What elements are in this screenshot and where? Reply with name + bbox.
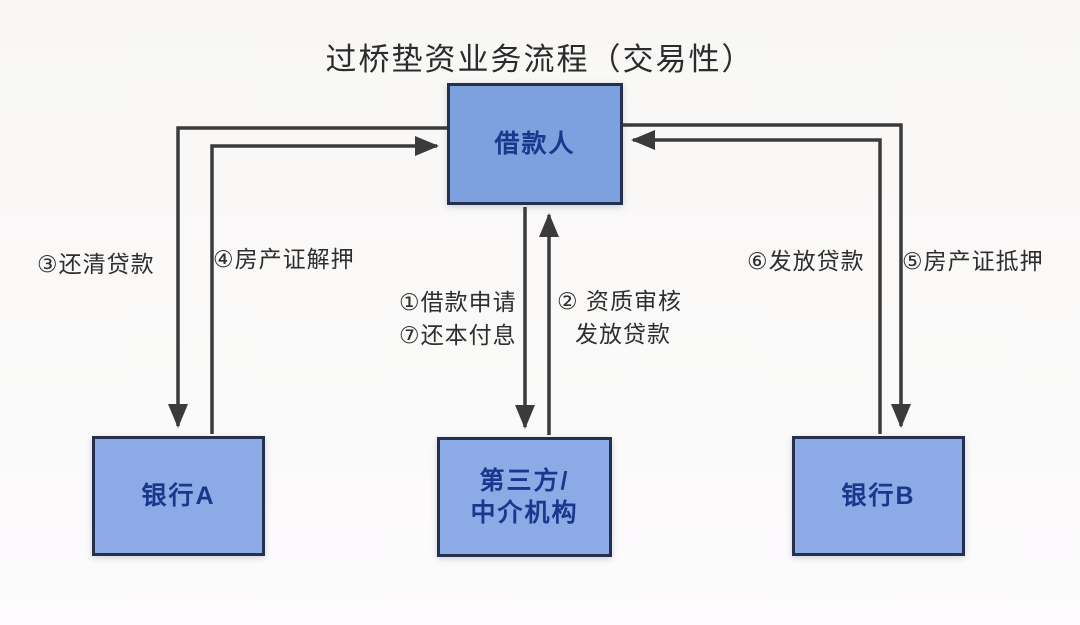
edge-label-step2-review: ② 资质审核 — [557, 288, 683, 314]
node-third-party-label-line2: 中介机构 — [470, 499, 579, 527]
edge-label-step4-release-certificate: ④房产证解押 — [213, 246, 355, 272]
edge-label-step5-mortgage-certificate: ⑤房产证抵押 — [902, 248, 1044, 274]
node-bank-a: 银行A — [92, 436, 265, 556]
node-bank-b: 银行B — [792, 436, 965, 556]
edge-label-step6-issue-loan: ⑥发放贷款 — [747, 248, 865, 274]
node-borrower: 借款人 — [447, 83, 623, 205]
edge-release-certificate — [210, 136, 439, 434]
edge-label-step2-qualification: ② 资质审核 发放贷款 — [557, 286, 682, 349]
edge-label-step2-issue-funds: 发放贷款 — [575, 321, 671, 347]
node-third-party-label-line1: 第三方/ — [479, 466, 570, 495]
edge-repay-loan — [168, 126, 449, 428]
edge-issue-loan — [631, 130, 882, 434]
edge-label-step1-loan-application: ①借款申请 — [399, 289, 517, 315]
edge-mortgage-certificate — [621, 123, 911, 428]
diagram-title: 过桥垫资业务流程（交易性） — [325, 42, 755, 77]
node-borrower-label: 借款人 — [494, 129, 576, 158]
node-third-party: 第三方/ 中介机构 — [437, 437, 612, 557]
edge-label-step3-repay-loan: ③还清贷款 — [37, 251, 155, 277]
edge-label-step1-step7: ①借款申请 ⑦还本付息 — [399, 286, 517, 352]
node-bank-a-label: 银行A — [141, 481, 216, 510]
edge-label-step7-repay-principal: ⑦还本付息 — [399, 322, 517, 348]
node-bank-b-label: 银行B — [841, 481, 916, 510]
